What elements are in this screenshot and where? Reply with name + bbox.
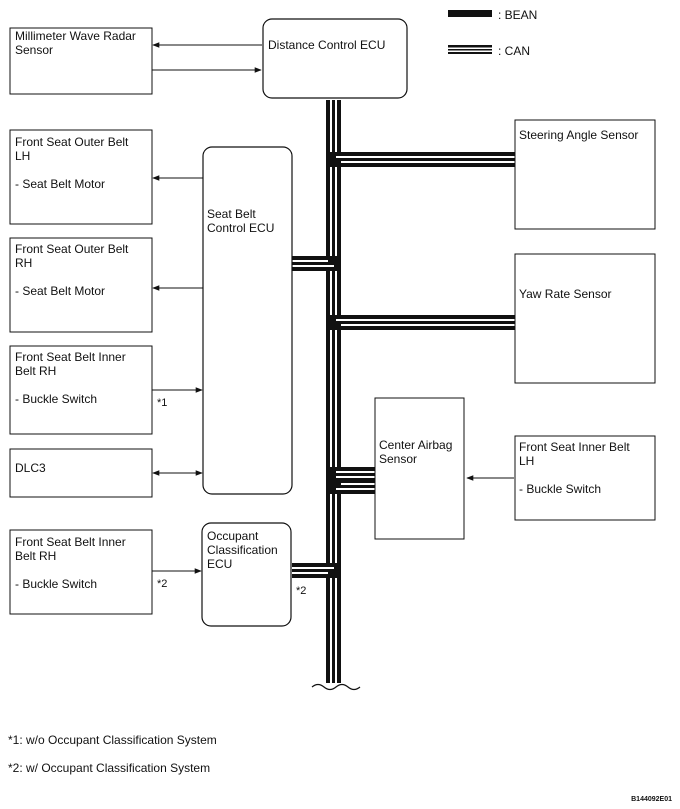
legend: : BEAN : CAN: [448, 8, 537, 58]
inner-lh-line: - Buckle Switch: [519, 482, 601, 496]
outer-belt-rh-box: [9, 237, 153, 333]
bus-break-symbol: [311, 683, 361, 691]
components: [9, 18, 656, 627]
signal-lines: [152, 42, 514, 574]
bean-legend-label: : BEAN: [498, 8, 537, 22]
yaw-sensor-label: Yaw Rate Sensor: [519, 287, 612, 301]
inner-belt-lh-box: [514, 435, 656, 521]
radar-sensor-box: [9, 27, 153, 95]
can-branch-airbag-upper: [326, 467, 375, 482]
footnote-2: *2: w/ Occupant Classification System: [8, 761, 211, 775]
yaw-line: Yaw Rate Sensor: [519, 287, 612, 301]
distance-ecu-label: Distance Control ECU: [268, 38, 385, 52]
inner-rh2-line: Front Seat Belt Inner: [15, 535, 126, 549]
can-legend-swatch: [448, 45, 492, 54]
figure-code: B144092E01: [631, 796, 672, 803]
airbag-sensor-box: [374, 397, 465, 540]
seatbelt-ecu-line: Control ECU: [207, 221, 274, 235]
can-branch-airbag-lower: [326, 479, 375, 494]
occupant-ecu-box: [201, 522, 292, 627]
radar-line: Millimeter Wave Radar: [15, 29, 136, 43]
outer-belt-lh-box: [9, 129, 153, 225]
can-branch-occupant-ecu: [292, 563, 340, 578]
steering-line: Steering Angle Sensor: [519, 128, 638, 142]
outer-lh-line: - Seat Belt Motor: [15, 177, 105, 191]
seatbelt-ecu-box: [202, 146, 293, 495]
can-branch-yaw-sensor: [326, 315, 515, 330]
can-bus-trunk: [326, 100, 341, 685]
can-bus: [292, 100, 515, 695]
steering-sensor-label: Steering Angle Sensor: [519, 128, 638, 142]
dlc3-label: DLC3: [15, 461, 46, 475]
inner-belt-rh-1-box: [9, 345, 153, 435]
outer-rh-line: RH: [15, 256, 32, 270]
outer-rh-line: - Seat Belt Motor: [15, 284, 105, 298]
occupant-ecu-line: ECU: [207, 557, 232, 571]
yaw-sensor-box: [514, 253, 656, 384]
dlc3-box: [9, 448, 153, 498]
steering-sensor-box: [514, 119, 656, 230]
inner-rh1-line: Front Seat Belt Inner: [15, 350, 126, 364]
inner-belt-rh-2-box: [9, 529, 153, 615]
dist-ecu-line: Distance Control ECU: [268, 38, 385, 52]
outer-rh-line: Front Seat Outer Belt: [15, 242, 129, 256]
inner-rh2-line: Belt RH: [15, 549, 56, 563]
outer-lh-line: LH: [15, 149, 30, 163]
inner-lh-line: Front Seat Inner Belt: [519, 440, 630, 454]
outer-lh-line: Front Seat Outer Belt: [15, 135, 129, 149]
inner-rh2-line: - Buckle Switch: [15, 577, 97, 591]
radar-line: Sensor: [15, 43, 53, 57]
can-branch-seatbelt-ecu: [292, 256, 340, 271]
can-branch-steering-sensor: [326, 152, 515, 167]
seatbelt-ecu-line: Seat Belt: [207, 207, 256, 221]
inner-lh-line: LH: [519, 454, 534, 468]
marker-1: *1: [157, 397, 167, 409]
can-legend-label: : CAN: [498, 44, 530, 58]
inner-rh1-line: Belt RH: [15, 364, 56, 378]
inner-rh1-line: - Buckle Switch: [15, 392, 97, 406]
airbag-line: Center Airbag: [379, 438, 452, 452]
bean-legend-swatch: [448, 10, 492, 17]
occupant-ecu-line: Occupant: [207, 529, 259, 543]
occupant-ecu-line: Classification: [207, 543, 278, 557]
dlc3-line: DLC3: [15, 461, 46, 475]
footnote-1: *1: w/o Occupant Classification System: [8, 733, 217, 747]
marker-2-inner-belt: *2: [157, 578, 167, 590]
marker-2-bus: *2: [296, 585, 306, 597]
airbag-line: Sensor: [379, 452, 417, 466]
distance-ecu-box: [262, 18, 408, 99]
